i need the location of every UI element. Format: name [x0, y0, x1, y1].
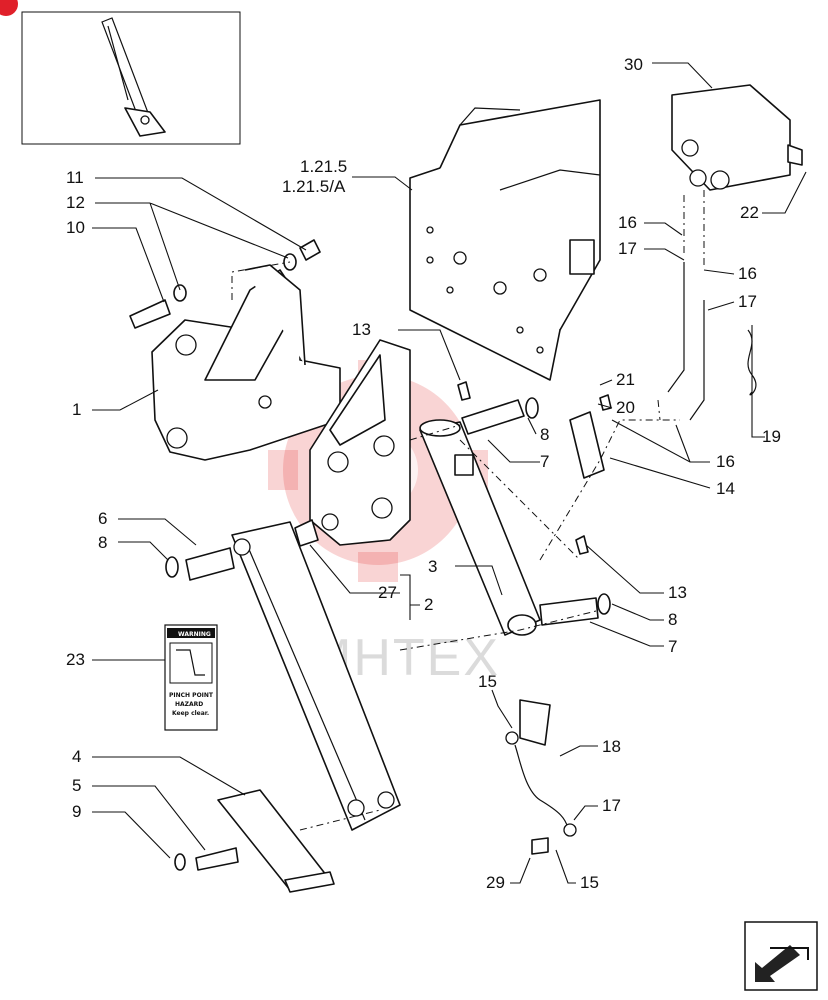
callout-19: 19: [762, 427, 781, 446]
callout-27: 27: [378, 583, 397, 602]
next-page-button[interactable]: [744, 921, 818, 991]
ground-cable: [505, 699, 577, 855]
overview-thumbnail: [21, 11, 241, 145]
callout-6: 6: [98, 509, 107, 528]
callout-7a: 7: [540, 452, 549, 471]
decal-line3: Keep clear.: [172, 710, 209, 717]
callout-5: 5: [72, 776, 81, 795]
callout-22: 22: [740, 203, 759, 222]
warning-decal: WARNING PINCH POINT HAZARD Keep clear.: [164, 624, 218, 731]
callout-9: 9: [72, 802, 81, 821]
callout-7b: 7: [668, 637, 677, 656]
callout-16a: 16: [618, 213, 637, 232]
decal-line1: PINCH POINT: [169, 692, 214, 699]
callout-1: 1: [72, 400, 81, 419]
callout-23: 23: [66, 650, 85, 669]
callout-3: 3: [428, 557, 437, 576]
callout-14: 14: [716, 479, 735, 498]
callout-18: 18: [602, 737, 621, 756]
callout-13a: 13: [352, 320, 371, 339]
callout-13b: 13: [668, 583, 687, 602]
callout-8a: 8: [540, 425, 549, 444]
decal-header: WARNING: [178, 631, 211, 638]
callout-10: 10: [66, 218, 85, 237]
callout-labels: 30 1.21.5 1.21.5/A 11 12 10 22 16 17 16 …: [66, 55, 781, 892]
callout-30: 30: [624, 55, 643, 74]
callout-4: 4: [72, 747, 81, 766]
callout-20: 20: [616, 398, 635, 417]
hydraulic-hoses: [667, 262, 757, 421]
callout-17b: 17: [738, 292, 757, 311]
leader-lines: [92, 62, 807, 884]
main-bracket: [151, 264, 341, 461]
callout-16b: 16: [738, 264, 757, 283]
callout-2: 2: [424, 595, 433, 614]
callout-17c: 17: [602, 796, 621, 815]
pivot-plate: [309, 339, 411, 546]
tee-fitting: [569, 394, 612, 479]
callout-15b: 15: [580, 873, 599, 892]
assembly-centerlines: [231, 190, 705, 831]
callout-17a: 17: [618, 239, 637, 258]
callout-21: 21: [616, 370, 635, 389]
hydraulic-cylinder: [419, 419, 541, 636]
decal-line2: HAZARD: [175, 701, 203, 708]
valve-block: [671, 84, 803, 191]
lift-arm: [231, 521, 401, 831]
callout-8c: 8: [668, 610, 677, 629]
callout-15a: 15: [478, 672, 497, 691]
callout-8b: 8: [98, 533, 107, 552]
callout-16c: 16: [716, 452, 735, 471]
callout-11: 11: [66, 168, 84, 187]
callout-1-21-5-a: 1.21.5/A: [282, 177, 346, 196]
callout-29: 29: [486, 873, 505, 892]
pins: [129, 239, 611, 871]
corner-badge-icon: [0, 0, 18, 16]
foot-pedal: [217, 789, 335, 893]
tractor-frame: [409, 99, 601, 381]
callout-1-21-5: 1.21.5: [300, 157, 347, 176]
next-page-arrow-icon: [755, 945, 800, 982]
callout-12: 12: [66, 193, 85, 212]
